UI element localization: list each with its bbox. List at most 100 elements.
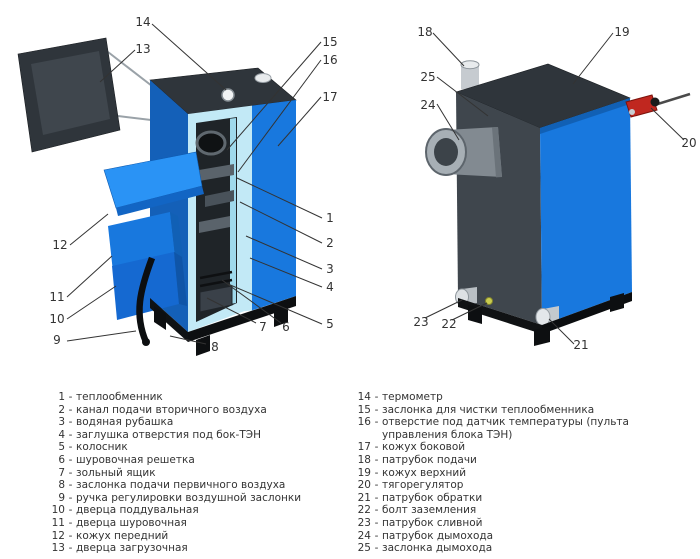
callout-15: 15 xyxy=(322,35,337,49)
callout-11: 11 xyxy=(49,290,64,304)
legend-item-text: болт заземления xyxy=(382,504,477,517)
callout-21: 21 xyxy=(573,338,588,352)
door-hinge xyxy=(107,51,153,87)
callout-25: 25 xyxy=(420,70,435,84)
callout-22: 22 xyxy=(441,317,456,331)
leader-line-2 xyxy=(239,201,323,244)
legend-item-text: отверстие под датчик температуры (пульта… xyxy=(382,416,629,441)
boiler-foot xyxy=(154,306,166,330)
legend-item: 1-теплообменник xyxy=(50,391,348,404)
legend-item-text: патрубок сливной xyxy=(382,516,483,529)
legend-item-text: канал подачи вторичного воздуха xyxy=(76,403,267,416)
leader-line-24 xyxy=(436,103,460,141)
leader-line-21 xyxy=(548,318,575,345)
callout-12: 12 xyxy=(52,238,67,252)
legend-item-text: патрубок обратки xyxy=(382,491,483,504)
leader-line-13 xyxy=(99,49,136,83)
legend-item-separator: - xyxy=(374,416,379,429)
legend-item-text: заслонка подачи первичного воздуха xyxy=(76,479,286,492)
legend-item-separator: - xyxy=(374,479,379,492)
legend-item: 25-заслонка дымохода xyxy=(356,542,692,555)
callout-20: 20 xyxy=(681,136,696,150)
legend-item-separator: - xyxy=(68,428,73,441)
callout-7: 7 xyxy=(259,320,267,334)
callout-9: 9 xyxy=(53,333,61,347)
callout-17: 17 xyxy=(322,90,337,104)
chimney-damper xyxy=(434,138,458,166)
leader-line-1 xyxy=(236,177,323,219)
legend-item: 10-дверца поддувальная xyxy=(50,504,348,517)
legend-item-number: 10 xyxy=(51,504,65,517)
grate-bar xyxy=(199,270,233,280)
leader-line-7 xyxy=(206,297,257,324)
legend-item: 9-ручка регулировки воздушной заслонки xyxy=(50,492,348,505)
legend-item-number: 14 xyxy=(357,391,371,403)
legend-item-separator: - xyxy=(374,391,379,403)
legend-item-separator: - xyxy=(68,466,73,479)
leader-line-8 xyxy=(169,335,207,345)
heat-exchanger-plate xyxy=(199,164,234,181)
legend-item-separator: - xyxy=(68,441,73,454)
legend-item: 3-водяная рубашка xyxy=(50,416,348,429)
leader-line-20 xyxy=(650,107,685,141)
leader-line-17 xyxy=(277,96,322,147)
draft-regulator-joint xyxy=(629,109,635,115)
legend-item: 22-болт заземления xyxy=(356,504,692,517)
legend-item-text: патрубок подачи xyxy=(382,453,477,466)
leader-line-25 xyxy=(436,76,489,117)
base-skirt xyxy=(542,292,632,334)
boiler-foot xyxy=(468,305,482,324)
base-skirt xyxy=(150,298,188,342)
legend-item-separator: - xyxy=(374,516,379,529)
legend-item-number: 16 xyxy=(357,416,371,429)
legend-item-text: кожух верхний xyxy=(382,466,467,479)
callout-23: 23 xyxy=(413,315,428,329)
legend-item: 2-канал подачи вторичного воздуха xyxy=(50,404,348,417)
legend-item: 11-дверца шуровочная xyxy=(50,517,348,530)
legend-item-text: патрубок дымохода xyxy=(382,529,494,542)
legend-item-separator: - xyxy=(374,453,379,466)
legend-item-separator: - xyxy=(374,466,379,479)
callout-10: 10 xyxy=(49,312,64,326)
callout-13: 13 xyxy=(135,42,150,56)
legend-item: 4-заглушка отверстия под бок-ТЭН xyxy=(50,429,348,442)
legend-item: 8-заслонка подачи первичного воздуха xyxy=(50,479,348,492)
legend-item-number: 25 xyxy=(357,542,371,555)
legend-item-separator: - xyxy=(374,403,379,416)
leader-line-22 xyxy=(451,302,488,321)
callout-1: 1 xyxy=(326,211,334,225)
water-jacket-band xyxy=(244,105,252,312)
air-damper-handle xyxy=(136,256,156,344)
legend-item: 13-дверца загрузочная xyxy=(50,542,348,555)
stoking-door-edge xyxy=(170,212,183,258)
legend-item-text: шуровочная решетка xyxy=(76,453,195,466)
legend-item-number: 11 xyxy=(51,516,65,529)
supply-pipe-top xyxy=(460,60,480,70)
leader-line-5 xyxy=(227,283,323,325)
callout-16: 16 xyxy=(322,53,337,67)
chimney-flange xyxy=(492,127,502,178)
legend-item-separator: - xyxy=(374,542,379,555)
legend-item-text: колосник xyxy=(76,441,128,454)
legend-item-text: зольный ящик xyxy=(76,466,156,479)
legend-item-separator: - xyxy=(68,491,73,504)
supply-pipe xyxy=(461,63,479,90)
legend-item-separator: - xyxy=(374,504,379,517)
legend-item-text: заглушка отверстия под бок-ТЭН xyxy=(76,428,261,441)
legend-item-number: 15 xyxy=(357,403,371,416)
legend-item-text: водяная рубашка xyxy=(76,416,174,429)
legend-item: 7-зольный ящик xyxy=(50,467,348,480)
legend-item-separator: - xyxy=(68,542,73,555)
legend-item-separator: - xyxy=(68,403,73,416)
side-casing-panel xyxy=(252,100,296,311)
legend-item-number: 4 xyxy=(58,428,65,441)
legend-item-number: 6 xyxy=(58,453,65,466)
ash-box xyxy=(199,285,233,313)
legend-item-text: термометр xyxy=(382,391,443,403)
leader-line-12 xyxy=(69,213,109,246)
callout-2: 2 xyxy=(326,236,334,250)
legend-item-text: дверца загрузочная xyxy=(76,542,188,555)
legend: 1-теплообменник 2-канал подачи вторичног… xyxy=(0,391,700,555)
legend-item-number: 22 xyxy=(357,504,371,517)
legend-item: 17-кожух боковой xyxy=(356,441,692,454)
